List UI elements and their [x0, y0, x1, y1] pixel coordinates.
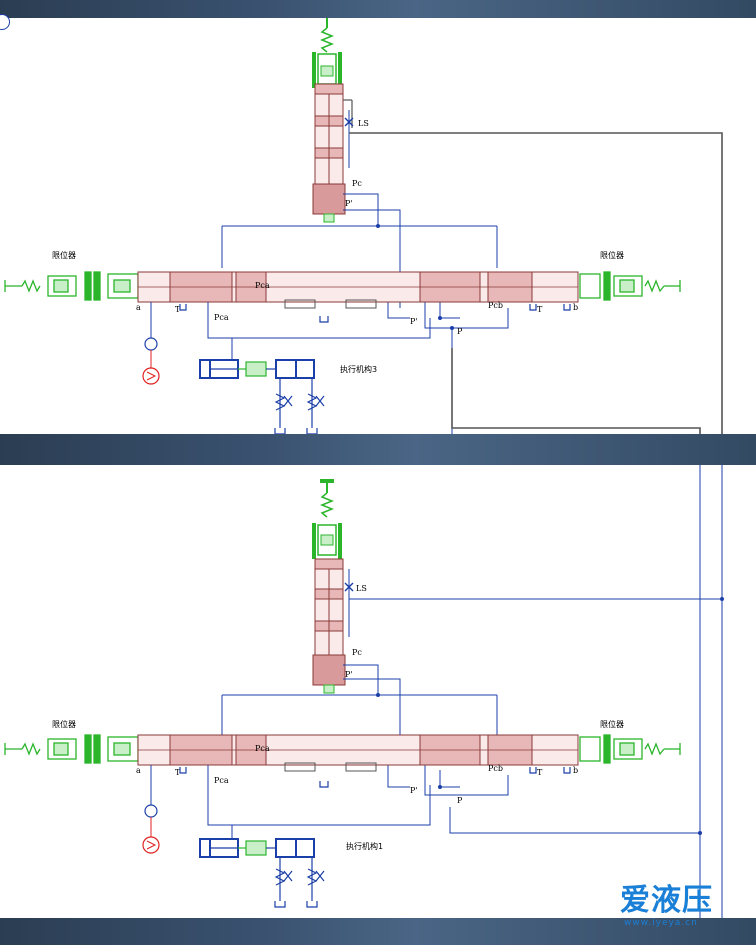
- label-limiter-right-2: 限位器: [600, 719, 624, 729]
- label-pca-inner: Pca: [255, 281, 270, 290]
- label-port-t-left-2: T: [175, 768, 181, 777]
- label-actuator: 执行机构3: [340, 364, 377, 374]
- limiter-left: [4, 271, 139, 301]
- limiter-right: [579, 271, 681, 301]
- limiter-left-2: [4, 734, 139, 764]
- top-band: [0, 0, 756, 18]
- actuator-1: [199, 838, 315, 858]
- logo-text-en: www.iyeya.cn: [624, 918, 698, 928]
- actuator-line-b: [232, 318, 431, 339]
- compensator-valve-vertical: [312, 83, 353, 223]
- label-p-prime-2: P': [410, 786, 418, 795]
- limiter-right-2: [579, 734, 681, 764]
- actuator-3: [199, 359, 315, 379]
- hydraulic-diagram-top: LS Pc P' P' P 限位器 限位器: [0, 18, 756, 434]
- label-limiter-left: 限位器: [52, 250, 76, 260]
- top-spring-assembly-2: [312, 479, 342, 559]
- logo-text-zh: 爱液压: [620, 883, 713, 918]
- compensator-valve-vertical-2: [312, 558, 346, 694]
- label-limiter-left-2: 限位器: [52, 719, 76, 729]
- label-port-t-left: T: [175, 305, 181, 314]
- label-port-b: b: [573, 303, 578, 312]
- actuator-line-a: [207, 302, 233, 360]
- hydraulic-diagram-bottom: LS Pc P' P' P 限位器 限位器: [0, 465, 756, 918]
- label-pc-2: Pc: [352, 648, 362, 657]
- return-line-top: [451, 348, 701, 434]
- label-ls-2: LS: [356, 584, 367, 593]
- main-valve-horizontal-2: [137, 734, 579, 772]
- actuator-line-a-2: [207, 765, 233, 839]
- actuator-line-b-2: [232, 785, 431, 826]
- relief-valves: [274, 378, 325, 434]
- tank-symbols-2: [179, 767, 571, 788]
- label-pcb-2: Pcb: [488, 764, 503, 773]
- label-p-2: P: [457, 796, 463, 805]
- pressure-source-2: [142, 765, 160, 854]
- label-port-a-2: a: [136, 766, 141, 775]
- label-port-t-right: T: [537, 305, 543, 314]
- bottom-band: [0, 918, 756, 945]
- label-port-t-right-2: T: [537, 768, 543, 777]
- label-port-a: a: [136, 303, 141, 312]
- tank-symbols: [179, 304, 571, 323]
- ls-orifice: [344, 110, 354, 168]
- main-valve-horizontal: [137, 271, 579, 309]
- top-spring-assembly: [312, 18, 342, 88]
- label-pc: Pc: [352, 179, 362, 188]
- relief-valves-2: [274, 857, 325, 908]
- ls-orifice-2: [344, 569, 354, 637]
- pressure-source: [142, 302, 160, 385]
- label-p-prime-top: P': [345, 199, 353, 208]
- site-logo: 爱液压 www.iyeya.cn: [618, 884, 754, 936]
- label-port-b-2: b: [573, 766, 578, 775]
- label-pca-inner-2: Pca: [255, 744, 270, 753]
- label-pca: Pca: [214, 313, 229, 322]
- ls-return-line: [349, 132, 723, 434]
- label-limiter-right: 限位器: [600, 250, 624, 260]
- label-pcb: Pcb: [488, 301, 503, 310]
- label-ls: LS: [358, 119, 369, 128]
- label-actuator-2: 执行机构1: [346, 841, 383, 851]
- label-pca-2: Pca: [214, 776, 229, 785]
- label-p: P: [457, 327, 463, 336]
- label-p-prime-top-2: P': [345, 670, 353, 679]
- middle-band: [0, 434, 756, 465]
- signal-lines-top: [221, 193, 509, 434]
- label-p-prime: P': [410, 317, 418, 326]
